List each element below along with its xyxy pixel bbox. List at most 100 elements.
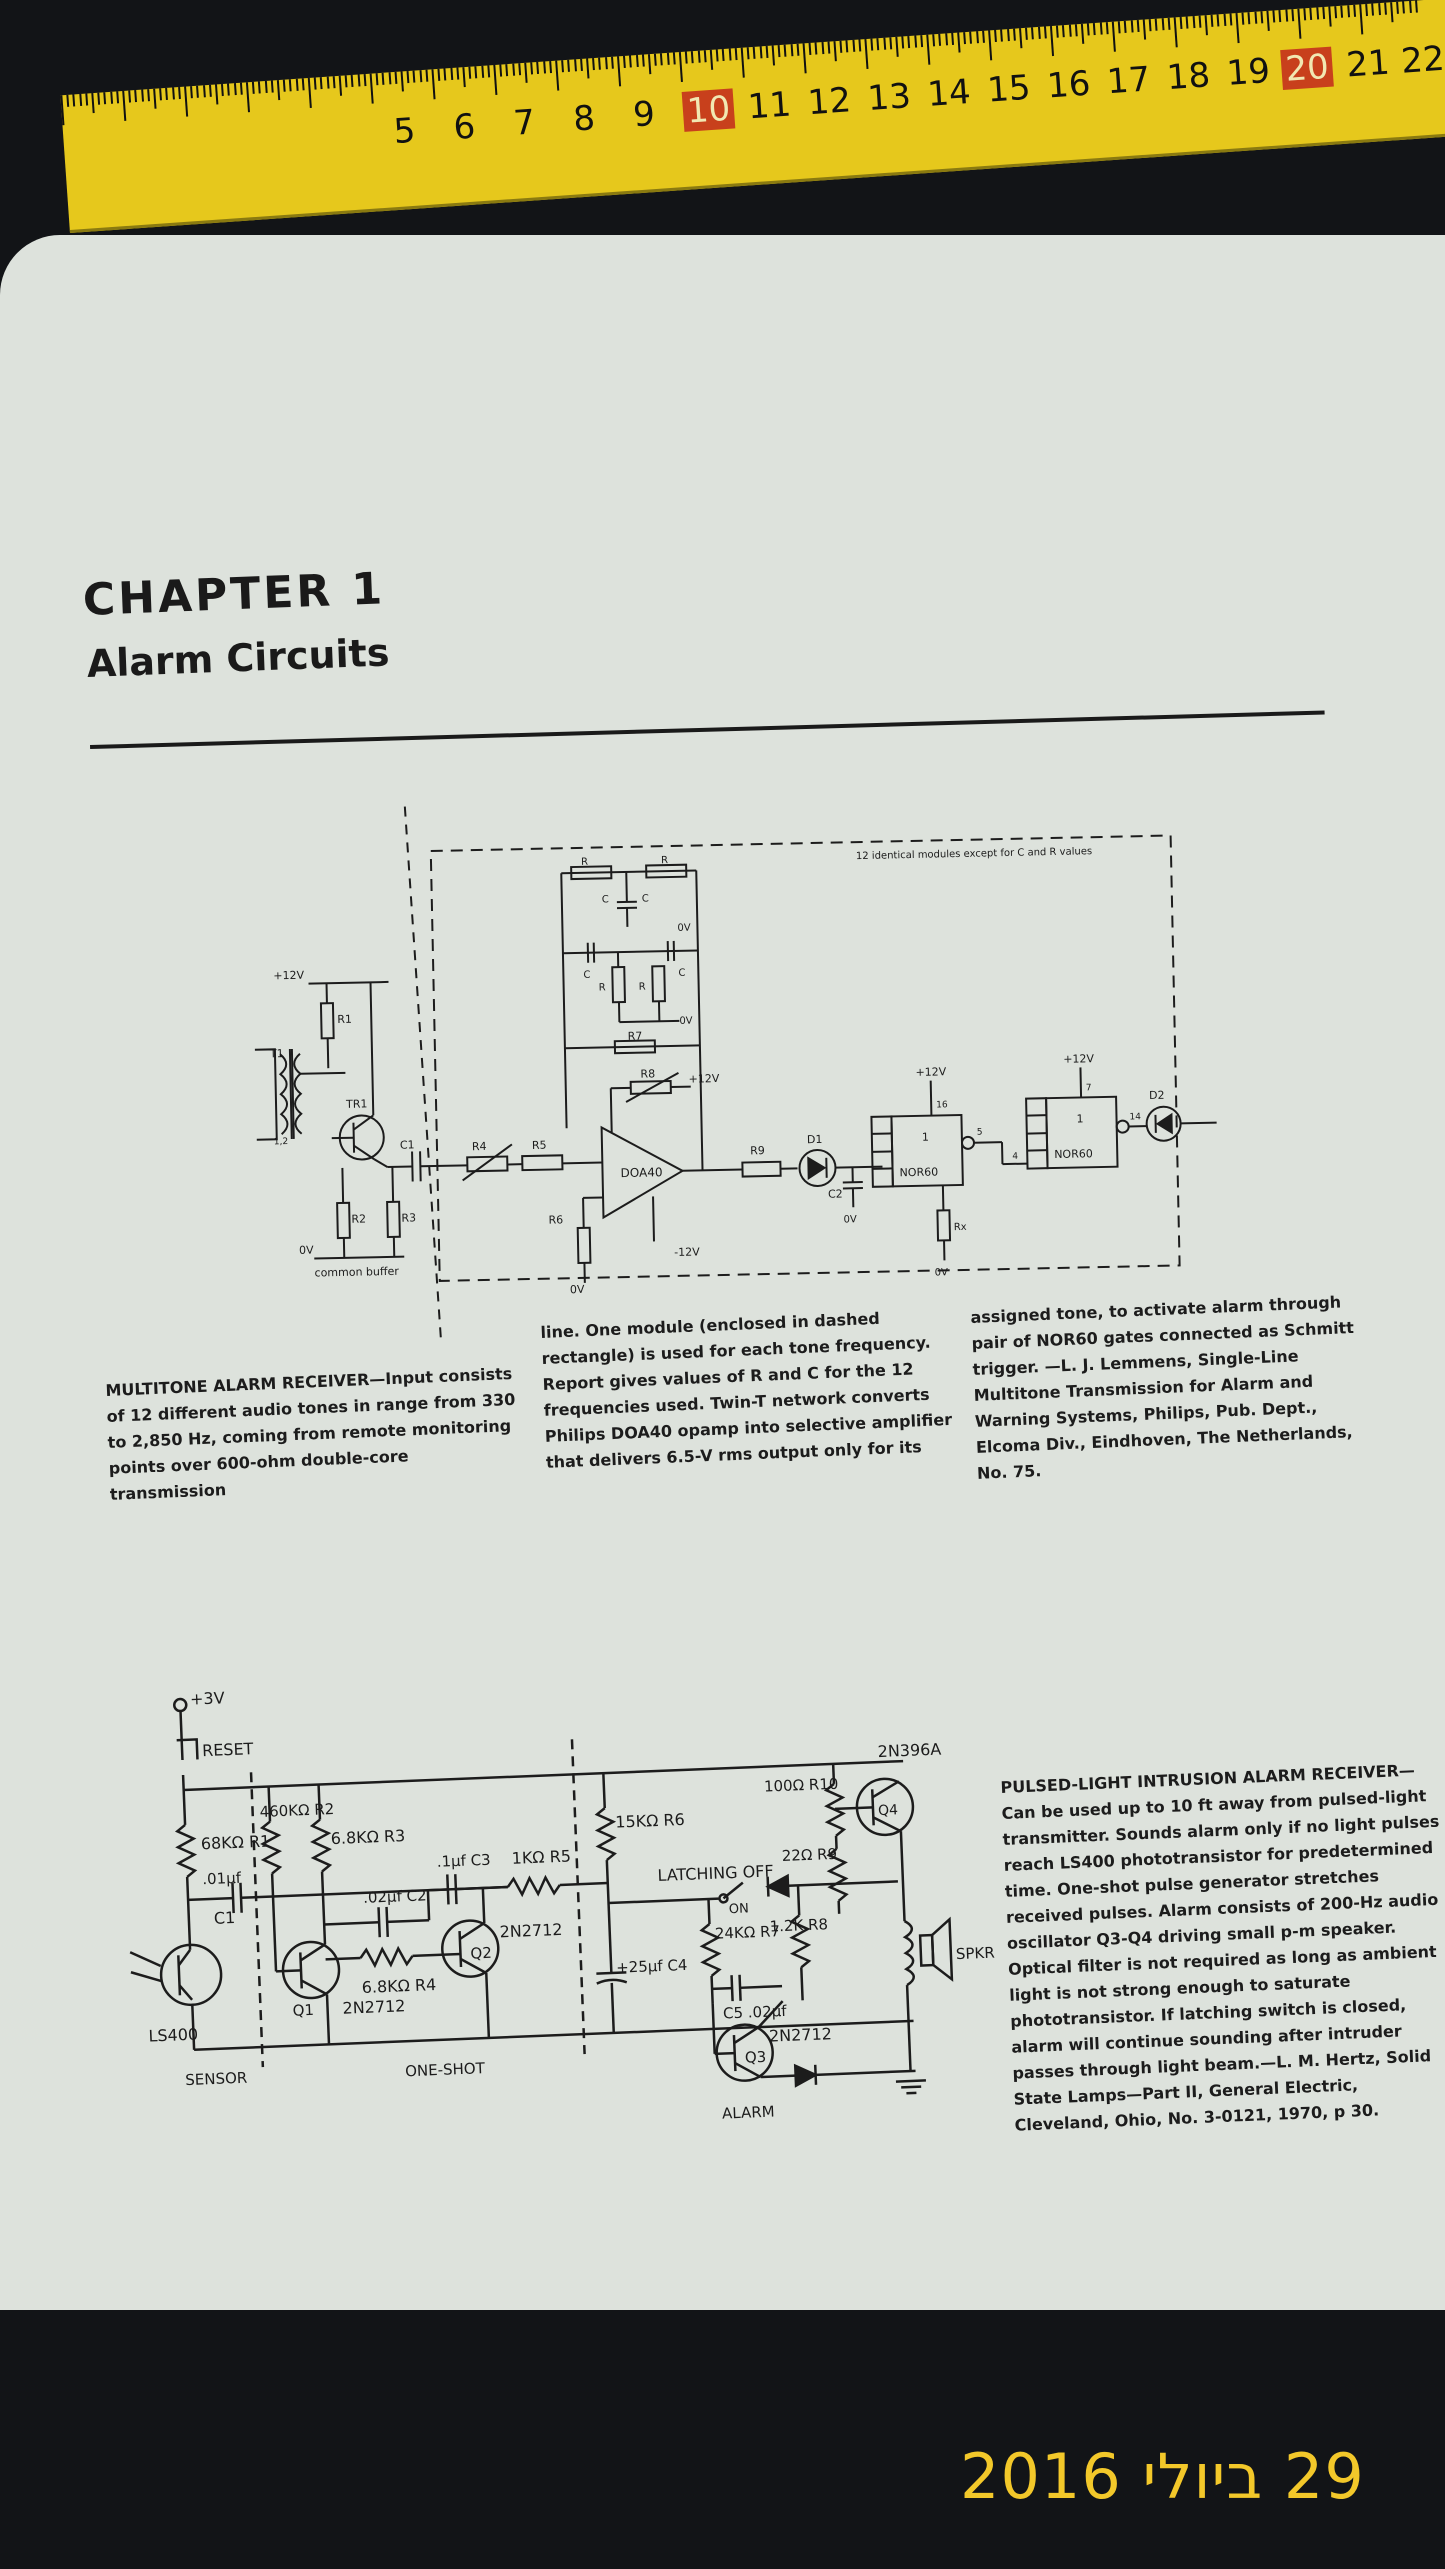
label-q1-type: 2N2712 <box>342 1996 406 2018</box>
label-c1: C1 <box>213 1908 235 1928</box>
resistor-r <box>570 865 613 881</box>
label-r3: R3 <box>401 1211 416 1224</box>
label-r: R <box>639 982 646 993</box>
caption-pulsed-light: PULSED-LIGHT INTRUSION ALARM RECEIVER—Ca… <box>1000 1757 1445 2139</box>
caption-multitone-col1: MULTITONE ALARM RECEIVER—Input consists … <box>105 1361 520 1508</box>
caption-text: —Can be used up to 10 ft away from pulse… <box>1001 1760 1440 2135</box>
label-ls400: LS400 <box>148 2025 198 2046</box>
supply-rail <box>183 1759 904 1792</box>
label-gate-number: 1 <box>1076 1112 1083 1125</box>
label-on: ON <box>729 1901 750 1917</box>
label-r4: R4 <box>472 1140 487 1153</box>
resistor-r <box>611 965 626 1004</box>
resistor-r7 <box>613 1039 657 1055</box>
label-r7: R7 <box>628 1030 643 1043</box>
transformer-coil-icon <box>278 1053 289 1135</box>
label-c: C <box>602 894 609 905</box>
label-r9: 22Ω R9 <box>781 1845 837 1865</box>
resistor-r4 <box>359 1945 414 1969</box>
label-c2: .02µf C2 <box>363 1886 427 1907</box>
modules-note: 12 identical modules except for C and R … <box>856 846 1092 862</box>
resistor-r3 <box>386 1200 401 1239</box>
label-pin14: 14 <box>1129 1112 1141 1122</box>
label-tr1: TR1 <box>345 1097 368 1110</box>
label-q2: Q2 <box>470 1944 492 1963</box>
label-r5: R5 <box>532 1139 547 1152</box>
speaker-icon <box>930 1916 954 1982</box>
label-r5: 1KΩ R5 <box>511 1847 571 1868</box>
label-r6: R6 <box>548 1213 563 1226</box>
label-r: R <box>661 855 668 866</box>
ground-icon <box>895 2079 926 2083</box>
label-sensor: SENSOR <box>185 2069 248 2089</box>
capacitor-c4 <box>596 1978 628 1985</box>
resistor-r7 <box>699 1923 722 1977</box>
speaker-coil-icon <box>902 1920 915 1987</box>
transformer-coil-icon <box>293 1053 303 1135</box>
label-r4: 6.8KΩ R4 <box>361 1975 436 1997</box>
resistor-r5 <box>521 1154 564 1172</box>
figure-pulsed-light-schematic <box>129 1697 954 2095</box>
resistor-rx <box>936 1209 952 1242</box>
label-latching: LATCHING OFF <box>657 1861 774 1885</box>
label-t1: T1 <box>269 1047 284 1060</box>
label-r1: 68KΩ R1 <box>200 1832 270 1854</box>
label-plus3: +3V <box>190 1688 225 1708</box>
label-q3: Q3 <box>745 2048 767 2067</box>
label-c4: +25µf C4 <box>616 1956 688 1977</box>
label-r2: R2 <box>351 1212 366 1225</box>
separator-line <box>403 806 443 1341</box>
resistor-r5 <box>506 1874 561 1898</box>
label-pin5: 5 <box>977 1128 983 1138</box>
resistor-r1 <box>319 1002 335 1040</box>
label-pin7: 7 <box>1086 1083 1092 1093</box>
label-plus12: +12V <box>273 969 304 983</box>
transistor-q2-icon <box>441 1919 500 1978</box>
label-0v: 0V <box>843 1214 857 1225</box>
resistor-r3 <box>309 1818 333 1873</box>
label-minus12: -12V <box>674 1245 700 1259</box>
label-0v: 0V <box>677 923 691 934</box>
resistor-r9 <box>741 1160 782 1178</box>
label-r8: 1.2K R8 <box>769 1915 828 1935</box>
label-c1-value: .01µf <box>202 1869 242 1889</box>
terminal-icon <box>173 1697 188 1713</box>
label-r3: 6.8KΩ R3 <box>330 1826 405 1848</box>
phototransistor-ls400-icon <box>159 1943 223 2007</box>
ground-rail <box>194 2019 914 2052</box>
label-c: C <box>642 893 649 904</box>
resistor-r10 <box>823 1782 847 1837</box>
resistor-r <box>645 863 688 879</box>
label-c5: C5 .02µf <box>723 2002 788 2023</box>
label-c3: .1µf C3 <box>436 1851 491 1871</box>
label-q4-type: 2N396A <box>877 1740 941 1762</box>
label-nor60: NOR60 <box>899 1165 938 1179</box>
label-d2: D2 <box>1149 1089 1165 1102</box>
label-plus12: +12V <box>915 1065 946 1079</box>
label-common-buffer: common buffer <box>314 1265 399 1280</box>
label-r: R <box>581 857 588 868</box>
label-r1: R1 <box>337 1013 352 1026</box>
label-q1: Q1 <box>292 2001 314 2020</box>
label-alarm: ALARM <box>722 2103 775 2123</box>
label-r: R <box>599 982 606 993</box>
label-rx: Rx <box>954 1222 967 1233</box>
label-one-shot: ONE-SHOT <box>405 2059 486 2080</box>
label-0v: 0V <box>935 1267 949 1278</box>
resistor-r2 <box>259 1820 283 1875</box>
resistor-r1 <box>174 1823 198 1878</box>
latching-switch-icon <box>722 1881 744 1900</box>
label-plus12: +12V <box>688 1072 719 1086</box>
caption-text: line. One module (enclosed in dashed rec… <box>540 1308 953 1472</box>
resistor-r4 <box>466 1155 509 1173</box>
label-r10: 100Ω R10 <box>764 1775 839 1796</box>
resistor-r6 <box>576 1226 592 1265</box>
resistor-r <box>651 965 666 1003</box>
input-wire <box>254 1048 278 1141</box>
label-q3-type: 2N2712 <box>769 2024 833 2046</box>
label-0v: 0V <box>570 1283 585 1296</box>
caption-text: assigned tone, to activate alarm through… <box>970 1292 1355 1483</box>
resistor-r2 <box>336 1201 351 1240</box>
label-opamp: DOA40 <box>620 1165 662 1180</box>
